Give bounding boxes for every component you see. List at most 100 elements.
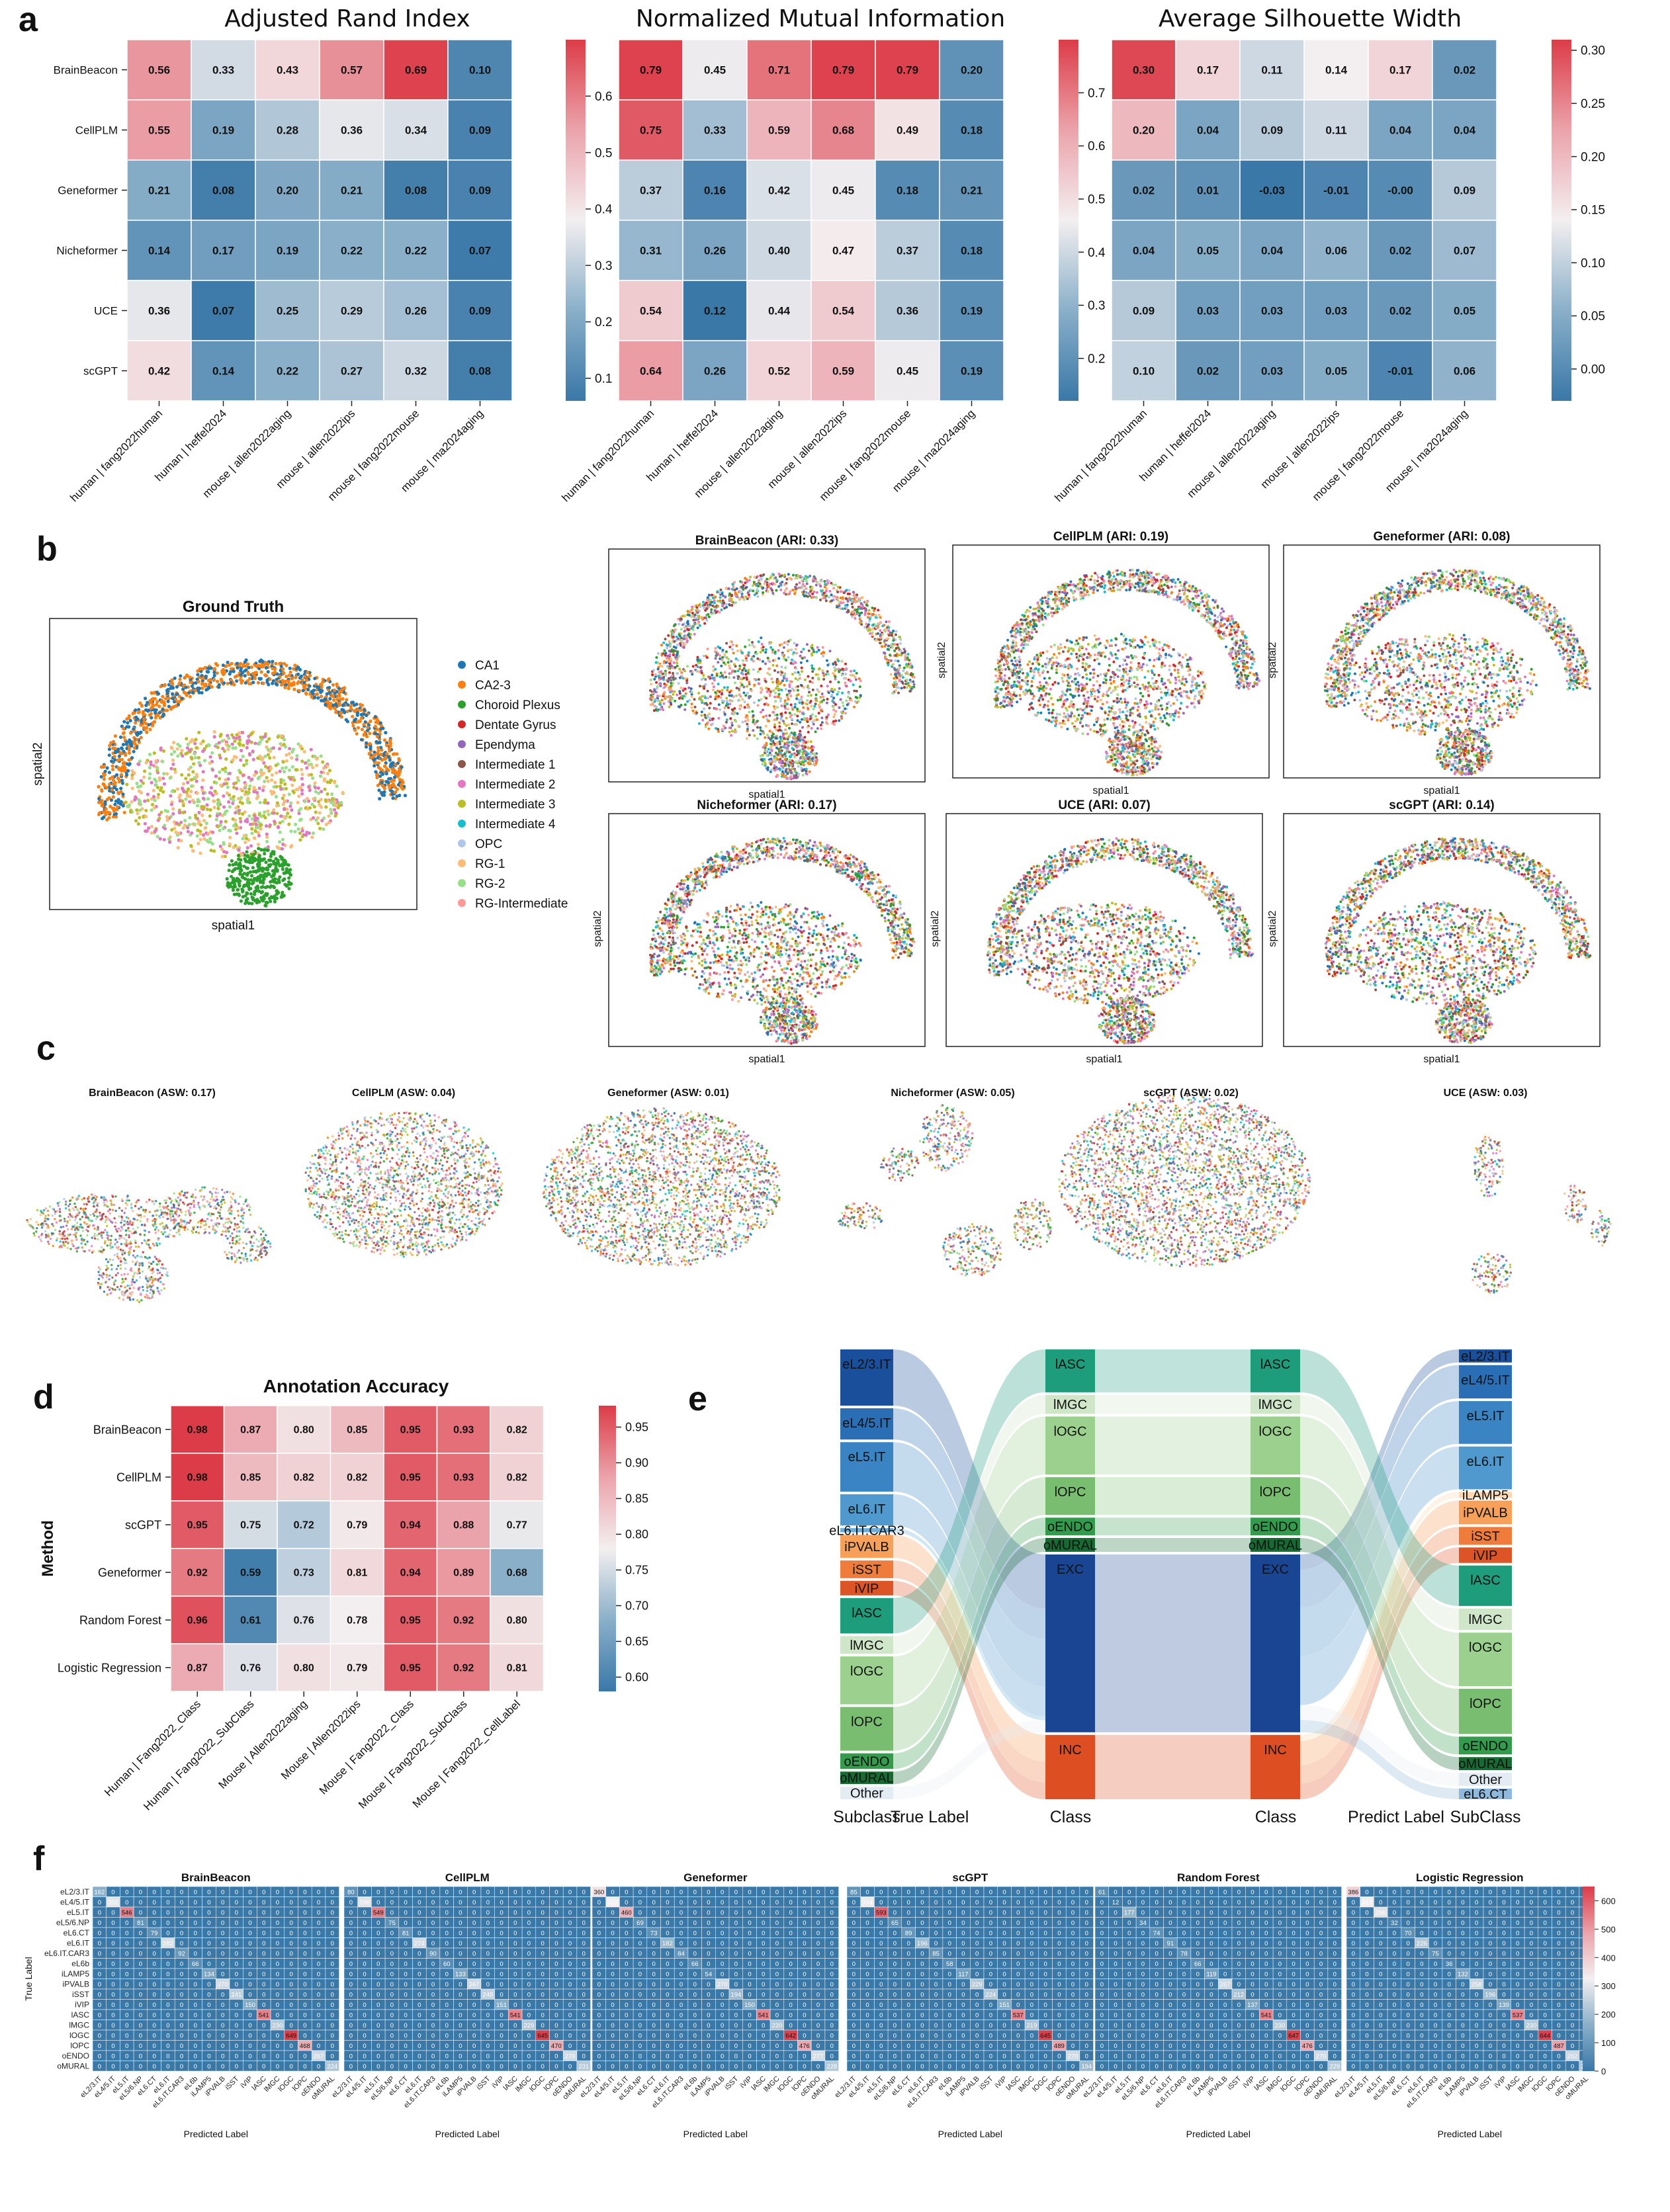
legend-label: Intermediate 4	[475, 818, 556, 831]
ground-truth-point	[351, 724, 355, 728]
spatial-subplot-point	[836, 605, 839, 609]
ground-truth-point	[272, 811, 276, 815]
ground-truth-point	[283, 685, 287, 689]
spatial-subplot-point	[669, 657, 672, 660]
ground-truth-point	[222, 669, 226, 673]
ground-truth-point	[221, 827, 226, 831]
spatial-subplot-point	[736, 669, 740, 673]
ground-truth-point	[144, 761, 148, 765]
ground-truth-point	[204, 822, 208, 826]
spatial-subplot-point	[728, 702, 732, 706]
spatial-subplot-point	[706, 715, 709, 718]
ground-truth-point	[219, 820, 223, 824]
ground-truth-point	[171, 758, 175, 762]
ground-truth-point	[296, 827, 300, 831]
spatial-subplot-point	[769, 742, 772, 745]
spatial-subplot-point	[765, 742, 768, 745]
ground-truth-point	[388, 786, 392, 790]
spatial-subplot-point	[761, 659, 764, 663]
spatial-subplot-point	[873, 607, 877, 610]
ground-truth-point	[162, 782, 167, 786]
spatial-subplot-point	[657, 674, 660, 677]
spatial-subplot-point	[817, 648, 820, 652]
spatial-subplot-point	[847, 609, 850, 612]
spatial-subplot-point	[756, 588, 759, 591]
ground-truth-point	[246, 670, 250, 675]
spatial-subplot-point	[871, 613, 874, 617]
ground-truth-point	[107, 747, 112, 751]
heatmap-a3-cell	[1239, 99, 1305, 161]
ground-truth-point	[191, 798, 195, 802]
ground-truth-point	[261, 788, 265, 792]
spatial-subplot-point	[810, 652, 813, 656]
spatial-subplot-point	[696, 665, 699, 669]
ground-truth-point	[263, 904, 267, 908]
heatmap-a1-cell-label: 0.09	[469, 304, 491, 317]
spatial-subplot-point	[834, 675, 837, 679]
ground-truth-point	[101, 816, 105, 820]
ground-truth-point	[240, 853, 244, 857]
spatial-subplot-point	[788, 592, 791, 595]
spatial-subplot-point	[751, 584, 754, 587]
ground-truth-point	[189, 789, 193, 794]
spatial-subplot-point	[769, 745, 773, 749]
heatmap-a2-cell	[939, 39, 1004, 101]
ground-truth-point	[150, 802, 155, 806]
ground-truth-point	[235, 661, 239, 665]
spatial-subplot-point	[664, 654, 667, 657]
spatial-subplot-point	[703, 707, 706, 710]
legend-marker	[458, 720, 466, 728]
spatial-subplot-point	[732, 663, 736, 666]
heatmap-a2-cell	[875, 340, 940, 402]
ground-truth-point	[319, 754, 323, 758]
legend-marker	[458, 760, 466, 768]
spatial-subplot-point	[798, 701, 801, 704]
ground-truth-point	[256, 681, 261, 685]
spatial-subplot-point	[796, 719, 799, 722]
spatial-subplot-point	[719, 708, 722, 711]
spatial-subplot-point	[850, 699, 854, 702]
spatial-subplot-point	[781, 759, 784, 763]
spatial-subplot-point	[744, 645, 747, 648]
spatial-subplot-point	[859, 602, 863, 605]
ground-truth-point	[122, 810, 126, 814]
spatial-subplot-point	[703, 622, 707, 625]
ground-truth-point	[114, 787, 118, 792]
spatial-subplot-point	[795, 771, 798, 775]
ground-truth-point	[125, 773, 129, 777]
ground-truth-point	[202, 837, 206, 841]
ground-truth-point	[228, 771, 232, 775]
spatial-subplot-point	[753, 683, 756, 687]
spatial-subplot-point	[723, 653, 726, 656]
spatial-subplot-point	[775, 713, 779, 716]
spatial-subplot-point	[799, 710, 801, 713]
spatial-subplot-point	[814, 730, 817, 734]
spatial-subplot-point	[796, 776, 799, 779]
heatmap-a3-cell	[1432, 39, 1497, 101]
spatial-subplot-point	[655, 656, 658, 659]
spatial-subplot-point	[785, 767, 788, 771]
ground-truth-point	[278, 769, 282, 773]
ground-truth-point	[294, 675, 298, 679]
spatial-subplot-point	[676, 644, 679, 646]
spatial-subplot-point	[826, 685, 829, 688]
ground-truth-point	[197, 679, 200, 684]
spatial-subplot-point	[791, 747, 794, 750]
spatial-subplot-point	[805, 659, 809, 663]
spatial-subplot-point	[782, 720, 785, 723]
ground-truth-point	[240, 681, 243, 685]
spatial-subplot-point	[807, 694, 810, 697]
spatial-subplot-point	[696, 609, 699, 612]
ground-truth-point	[244, 859, 248, 863]
ground-truth-point	[244, 837, 249, 841]
ground-truth-point	[281, 842, 285, 846]
spatial-subplot-point	[791, 673, 794, 676]
ground-truth-point	[275, 785, 279, 788]
spatial-subplot-point	[725, 718, 728, 722]
spatial-subplot-point	[717, 703, 721, 706]
panel-letter-e: e	[688, 1379, 707, 1419]
ground-truth-point	[287, 673, 291, 677]
ground-truth-point	[177, 831, 181, 835]
spatial-subplot-point	[855, 689, 858, 693]
spatial-subplot-point	[656, 695, 659, 698]
